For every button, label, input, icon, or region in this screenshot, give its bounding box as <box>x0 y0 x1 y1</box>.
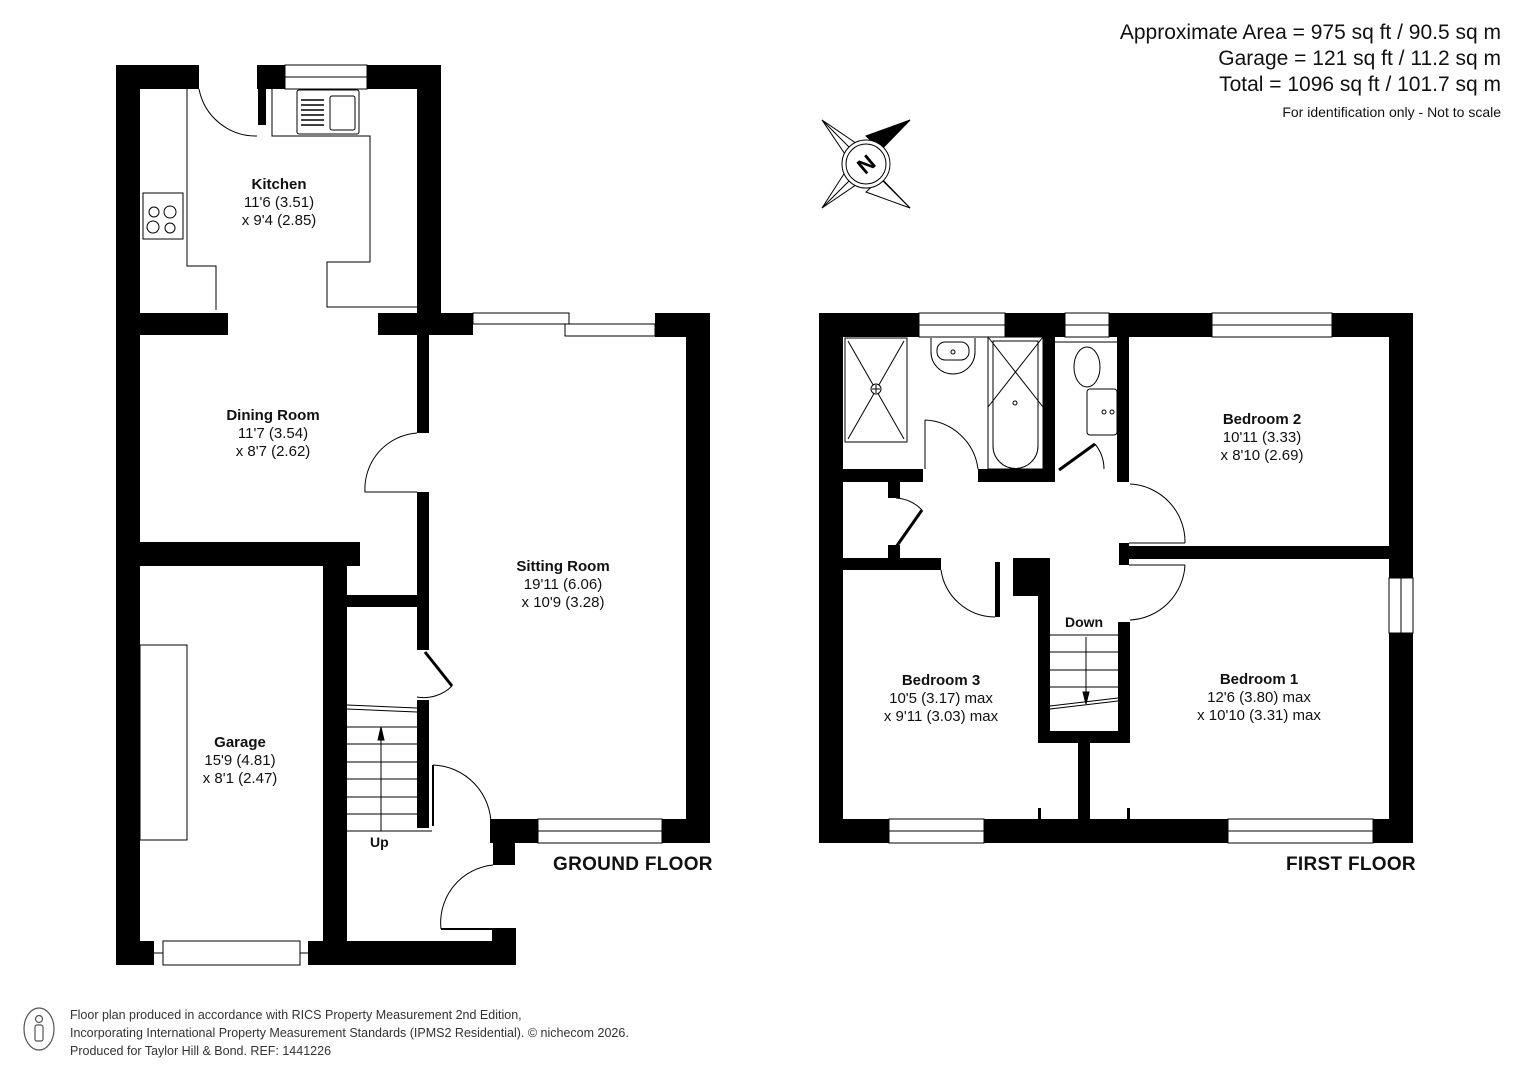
first-floor-walls <box>819 313 1413 843</box>
room-dim-2: x 10'10 (3.31) max <box>1197 707 1321 724</box>
room-dim-2: x 10'9 (3.28) <box>521 594 605 611</box>
garage-area-text: Garage = 121 sq ft / 11.2 sq m <box>1218 47 1501 70</box>
room-dim-2: x 8'10 (2.69) <box>1220 447 1304 464</box>
room-dim-1: 19'11 (6.06) <box>523 576 603 593</box>
room-dim-1: 11'7 (3.54) <box>237 425 309 442</box>
stairs-down-label: Down <box>1065 614 1104 630</box>
room-name: Sitting Room <box>516 558 610 575</box>
room-label-dining-room: Dining Room 11'7 (3.54) x 8'7 (2.62) <box>226 407 319 461</box>
room-name: Garage <box>214 734 266 751</box>
room-name: Dining Room <box>226 407 320 424</box>
room-dim-1: 12'6 (3.80) max <box>1207 689 1311 706</box>
room-dim-2: x 8'1 (2.47) <box>202 770 278 787</box>
north-compass-icon: N <box>821 119 911 209</box>
ground-floor-title: GROUND FLOOR <box>553 854 713 875</box>
room-label-garage: Garage 15'9 (4.81) x 8'1 (2.47) <box>203 734 278 788</box>
room-dim-2: x 9'4 (2.85) <box>241 212 317 229</box>
footer-line-1: Floor plan produced in accordance with R… <box>70 1008 522 1022</box>
person-info-icon <box>23 1007 55 1051</box>
room-name: Bedroom 3 <box>901 672 981 689</box>
room-name: Kitchen <box>251 176 307 193</box>
room-name: Bedroom 2 <box>1222 411 1302 428</box>
disclaimer-text: For identification only - Not to scale <box>1282 104 1501 120</box>
approximate-area-text: Approximate Area = 975 sq ft / 90.5 sq m <box>1119 21 1501 44</box>
room-label-bedroom-3: Bedroom 3 10'5 (3.17) max x 9'11 (3.03) … <box>884 672 998 726</box>
footer-line-3: Produced for Taylor Hill & Bond. REF: 14… <box>70 1044 332 1058</box>
first-floor-fixtures <box>844 312 1414 844</box>
room-dim-1: 11'6 (3.51) <box>243 194 315 211</box>
room-label-kitchen: Kitchen 11'6 (3.51) x 9'4 (2.85) <box>242 176 317 230</box>
footer: Floor plan produced in accordance with R… <box>22 1006 629 1060</box>
room-label-sitting-room: Sitting Room 19'11 (6.06) x 10'9 (3.28) <box>516 558 609 612</box>
first-floor-title: FIRST FLOOR <box>1286 854 1416 875</box>
room-label-bedroom-2: Bedroom 2 10'11 (3.33) x 8'10 (2.69) <box>1221 411 1304 465</box>
room-label-bedroom-1: Bedroom 1 12'6 (3.80) max x 10'10 (3.31)… <box>1197 671 1321 725</box>
room-dim-1: 10'5 (3.17) max <box>889 690 993 707</box>
room-dim-2: x 9'11 (3.03) max <box>883 708 999 725</box>
room-dim-1: 15'9 (4.81) <box>204 752 276 769</box>
stairs-up-label: Up <box>370 834 389 850</box>
room-dim-2: x 8'7 (2.62) <box>235 443 311 460</box>
footer-line-2: Incorporating International Property Mea… <box>70 1026 629 1040</box>
area-summary: Approximate Area = 975 sq ft / 90.5 sq m… <box>1120 20 1501 122</box>
ground-floor-walls <box>116 65 710 965</box>
total-area-text: Total = 1096 sq ft / 101.7 sq m <box>1219 73 1501 96</box>
ground-floor-fixtures <box>139 64 663 966</box>
room-name: Bedroom 1 <box>1219 671 1299 688</box>
room-dim-1: 10'11 (3.33) <box>1222 429 1302 446</box>
